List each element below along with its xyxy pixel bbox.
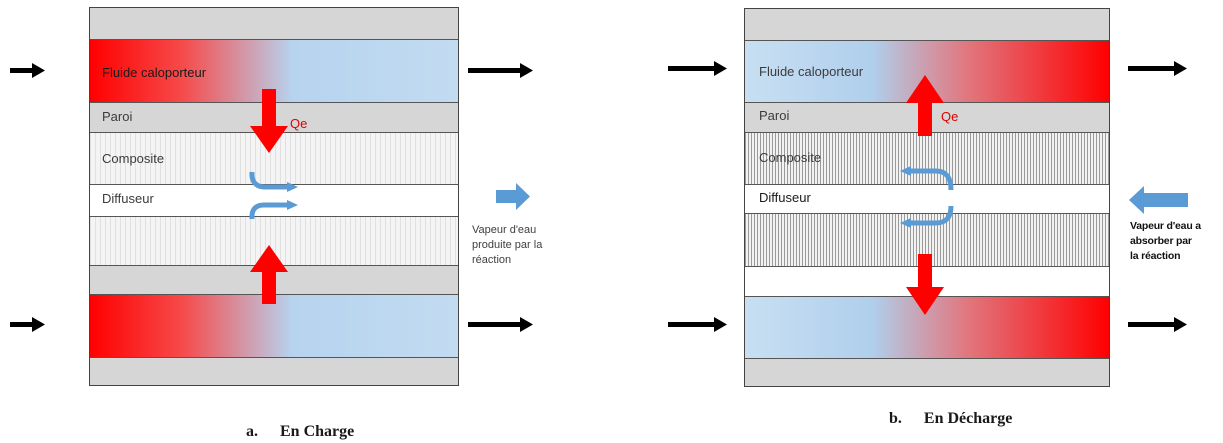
vapor-note-b-line3: la réaction: [1130, 250, 1181, 262]
diffuseur-label: Diffuseur: [102, 191, 154, 206]
paroi-label: Paroi: [102, 109, 133, 124]
heat-arrow-down: [906, 254, 944, 315]
composite-label: Composite: [759, 150, 822, 165]
flow-arrows-a: [10, 63, 533, 332]
flow-arrow-out-bottom: [468, 317, 533, 332]
paroi-label: Paroi: [759, 108, 790, 123]
composite-layer: [745, 132, 1109, 184]
qe-label: Qe: [941, 109, 959, 124]
vapor-in-arrow: [1129, 186, 1188, 214]
vapor-curves-b: [909, 168, 954, 226]
flow-arrow-out-top: [1128, 61, 1187, 76]
vapor-note-a-line3: réaction: [472, 254, 512, 266]
top-wall-layer: [90, 8, 458, 39]
flow-arrow-in-top: [10, 63, 45, 78]
caption-b-letter: b.: [889, 410, 902, 427]
vapor-curves-a: [249, 171, 289, 220]
flow-arrow-out-bottom: [1128, 317, 1187, 332]
vapor-out-arrow: [496, 183, 530, 210]
fluide-label: Fluide caloporteur: [759, 64, 864, 79]
caption-a-text: En Charge: [280, 423, 355, 440]
vapor-note-b: Vapeur d'eau a absorber par la réaction: [1130, 219, 1201, 264]
composite-lower-layer: [90, 216, 458, 265]
panel-a-diagram: Fluide caloporteur Paroi Composite Diffu…: [89, 7, 459, 386]
vapor-note-a: Vapeur d'eau produite par la réaction: [472, 223, 542, 268]
vapor-note-b-line2: absorber par: [1130, 235, 1192, 247]
flow-arrow-out-top: [468, 63, 533, 78]
flow-arrow-in-bottom: [668, 317, 727, 332]
caption-b-text: En Décharge: [923, 410, 1013, 427]
heat-arrow-up: [250, 245, 288, 304]
diffuseur-label: Diffuseur: [759, 190, 811, 205]
flow-arrows-b: [668, 61, 1187, 332]
vapor-note-a-line1: Vapeur d'eau: [472, 224, 537, 236]
flow-arrow-in-top: [668, 61, 727, 76]
composite-layer: [90, 132, 458, 184]
caption-a: a. En Charge: [246, 423, 354, 441]
qe-label: Qe: [290, 116, 308, 131]
heat-arrow-up: [906, 75, 944, 136]
caption-a-letter: a.: [246, 423, 258, 440]
heat-arrow-down: [250, 89, 288, 153]
composite-label: Composite: [102, 151, 165, 166]
bottom-wall-layer: [745, 358, 1109, 386]
fluide-label: Fluide caloporteur: [102, 65, 207, 80]
diffuseur-layer: [745, 184, 1109, 213]
vapor-note-a-line2: produite par la: [472, 239, 543, 251]
bottom-wall-layer: [90, 357, 458, 385]
top-wall-layer: [745, 9, 1109, 40]
caption-b: b. En Décharge: [889, 410, 1012, 428]
flow-arrow-in-bottom: [10, 317, 45, 332]
vapor-note-b-line1: Vapeur d'eau a: [1130, 220, 1201, 232]
